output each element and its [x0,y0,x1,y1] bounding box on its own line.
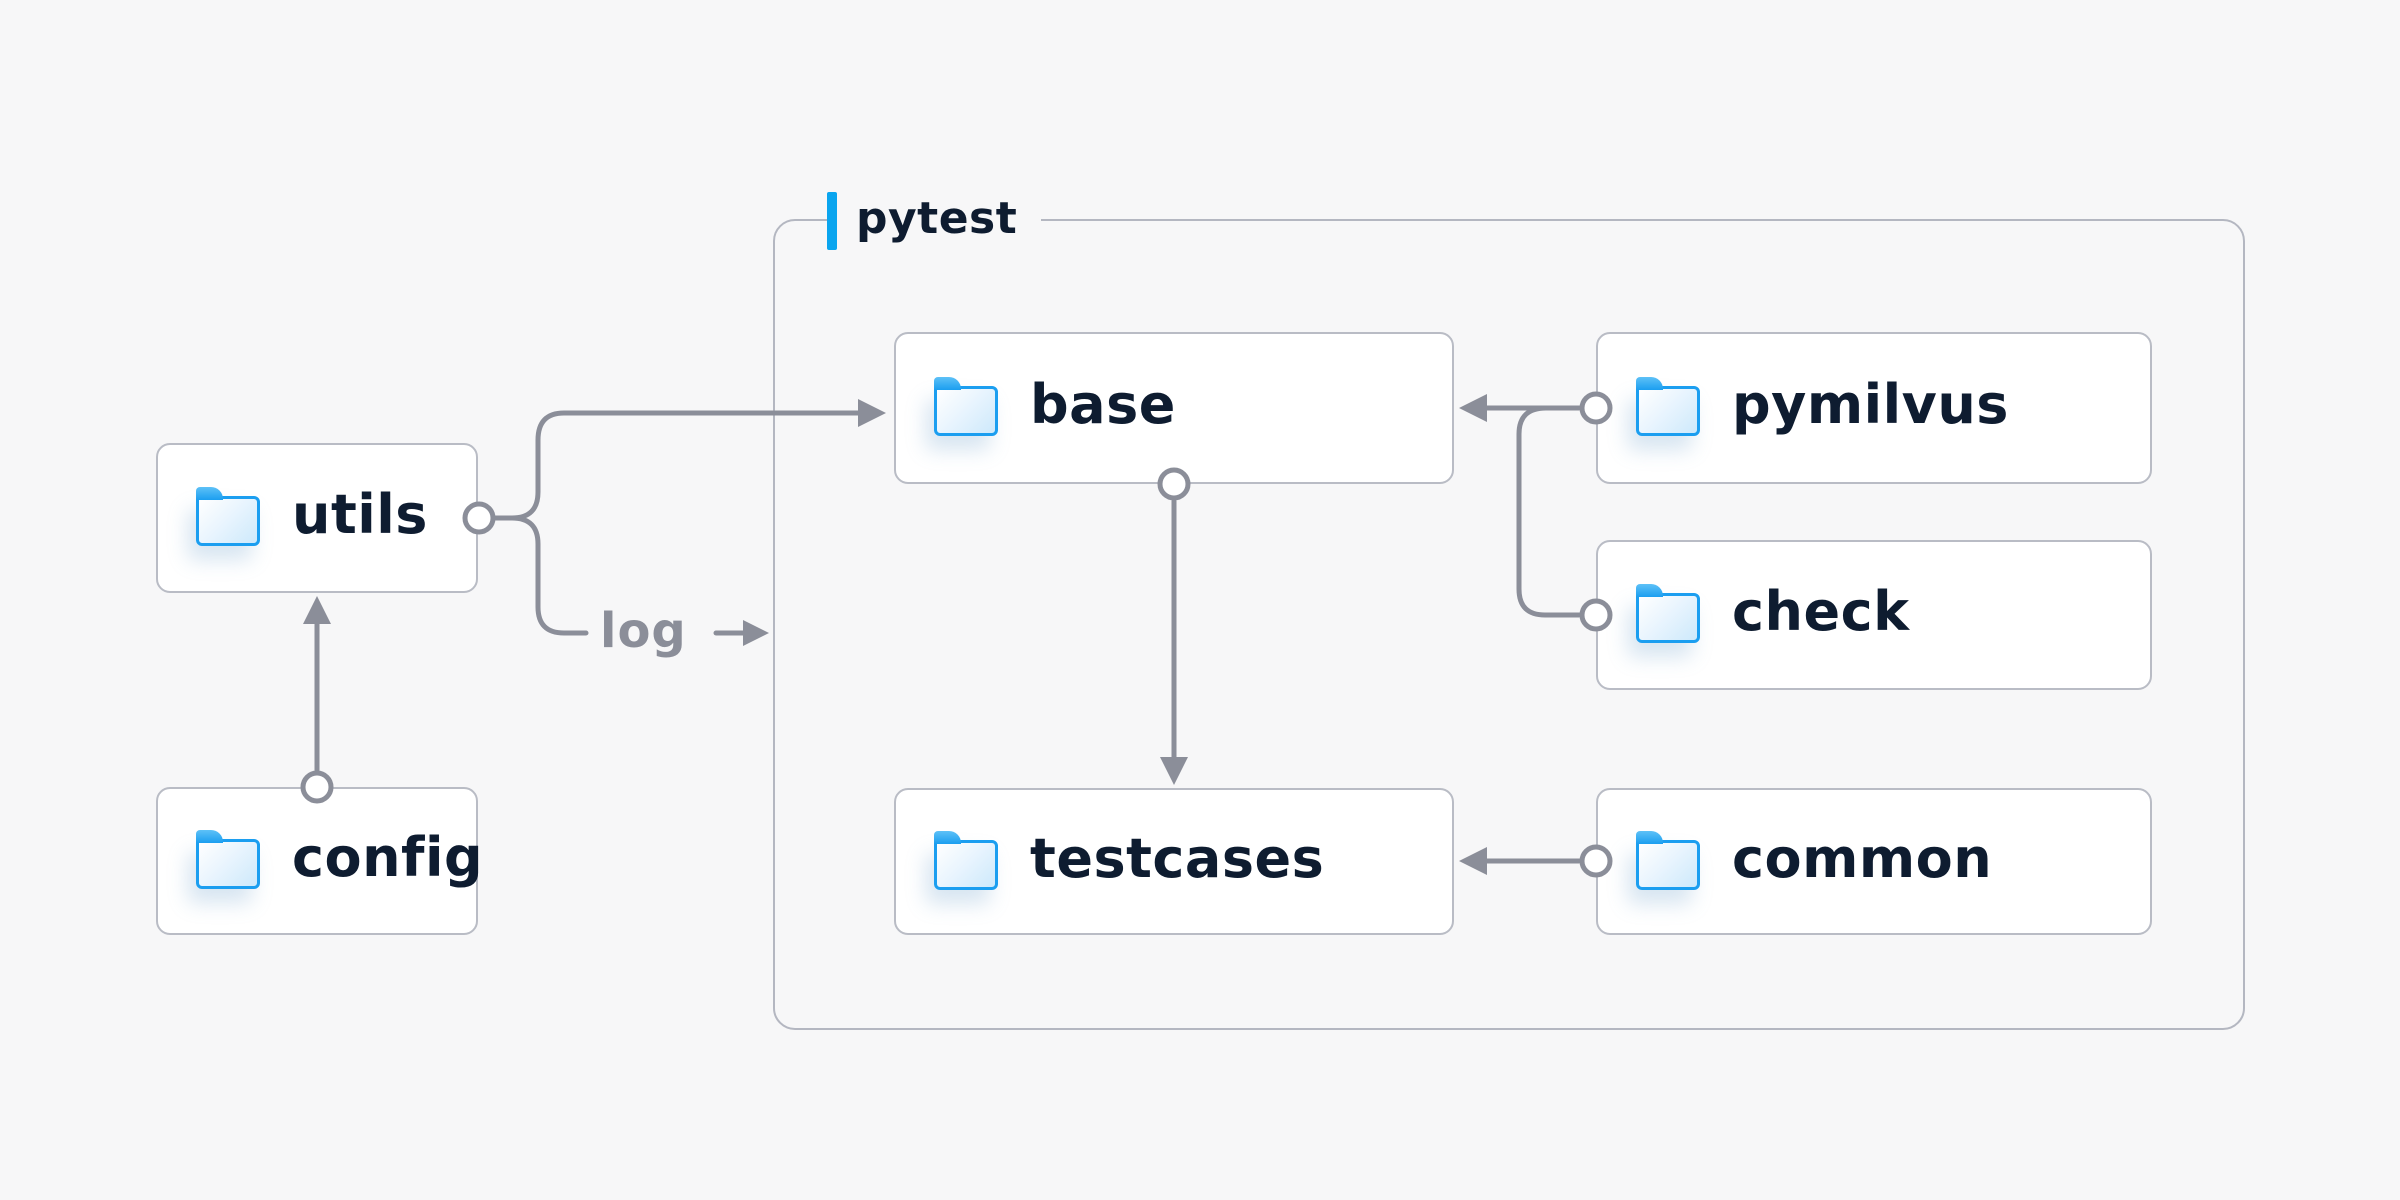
node-check: check [1596,540,2152,690]
folder-icon [1635,830,1700,890]
folder-icon [1635,377,1700,436]
node-base: base [894,332,1454,484]
edge-utils-log [491,515,589,636]
node-label: pymilvus [1732,373,2009,436]
node-label: base [1030,373,1176,436]
accent-bar-icon [827,192,837,250]
node-utils: utils [156,443,478,593]
node-label: utils [292,483,428,546]
node-label: config [292,826,484,889]
node-pymilvus: pymilvus [1596,332,2152,484]
edge-label-log: log [600,603,687,660]
pytest-container: pytest [773,190,2245,1030]
arrowhead-log [743,620,769,646]
node-common: common [1596,788,2152,935]
node-label: testcases [1030,826,1325,890]
node-label: check [1732,580,1910,643]
folder-icon [933,830,998,890]
container-title: pytest [856,193,1018,244]
folder-icon [195,487,260,546]
node-label: common [1732,826,1993,890]
node-testcases: testcases [894,788,1454,935]
folder-icon [1635,584,1700,643]
node-config: config [156,787,483,935]
folder-icon [195,830,260,889]
folder-icon [933,377,998,436]
pytest-container-label: pytest [827,190,1042,252]
arrowhead-into-utils-bottom [303,596,331,624]
